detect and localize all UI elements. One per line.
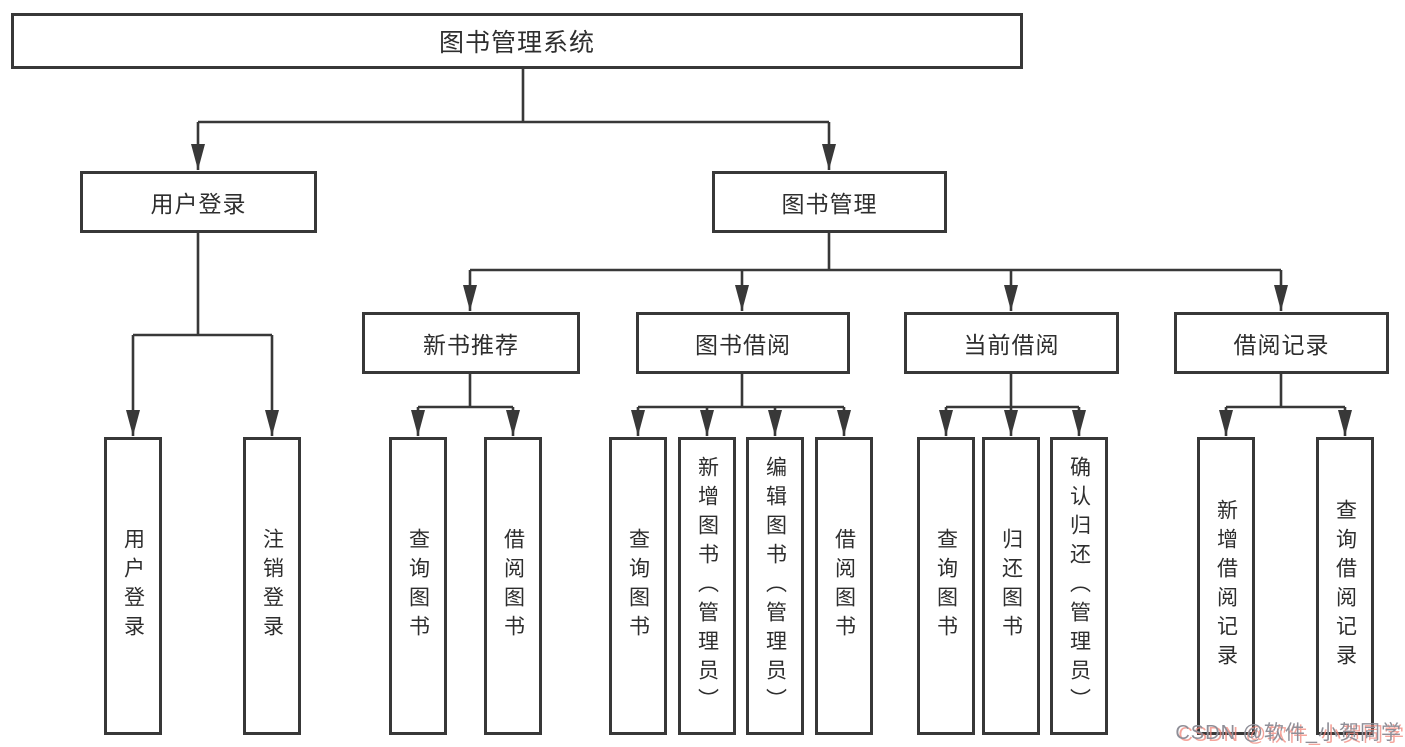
node-label: 图书借阅 bbox=[695, 332, 791, 358]
node-book-borrow: 图书借阅 bbox=[636, 312, 850, 374]
leaf-label: 用户登录 bbox=[121, 528, 145, 644]
leaf-borrow-edit-books-admin: 编辑图书（管理员） bbox=[746, 437, 804, 735]
leaf-current-return-books: 归还图书 bbox=[982, 437, 1040, 735]
node-label: 当前借阅 bbox=[963, 332, 1060, 358]
leaf-label: 查询图书 bbox=[934, 528, 958, 644]
leaf-recommend-borrow-books: 借阅图书 bbox=[484, 437, 542, 735]
leaf-label: 确认归还（管理员） bbox=[1067, 455, 1091, 717]
leaf-label: 查询图书 bbox=[406, 528, 430, 644]
leaf-label: 新增图书（管理员） bbox=[695, 455, 719, 717]
node-label: 图书管理 bbox=[781, 191, 878, 217]
node-current-borrow: 当前借阅 bbox=[904, 312, 1119, 374]
leaf-label: 编辑图书（管理员） bbox=[763, 455, 787, 717]
node-new-book-recommend: 新书推荐 bbox=[362, 312, 580, 374]
connector-tree-lines bbox=[133, 69, 1345, 409]
leaf-label: 查询借阅记录 bbox=[1333, 499, 1357, 673]
node-label: 借阅记录 bbox=[1233, 332, 1330, 358]
node-library-management-system: 图书管理系统 bbox=[11, 13, 1023, 69]
leaf-label: 新增借阅记录 bbox=[1214, 499, 1238, 673]
leaf-label: 查询图书 bbox=[626, 528, 650, 644]
leaf-borrow-add-books-admin: 新增图书（管理员） bbox=[678, 437, 736, 735]
csdn-watermark: CSDN @软件_小贺同学 bbox=[1175, 722, 1402, 744]
leaf-current-query-books: 查询图书 bbox=[917, 437, 975, 735]
arrow-drops bbox=[126, 122, 1352, 436]
leaf-current-confirm-return-admin: 确认归还（管理员） bbox=[1050, 437, 1108, 735]
leaf-borrow-borrow-books: 借阅图书 bbox=[815, 437, 873, 735]
leaf-borrow-query-books: 查询图书 bbox=[609, 437, 667, 735]
leaf-user-login: 用户登录 bbox=[104, 437, 162, 735]
leaf-label: 归还图书 bbox=[999, 528, 1023, 644]
leaf-records-add-record: 新增借阅记录 bbox=[1197, 437, 1255, 735]
leaf-logout-login: 注销登录 bbox=[243, 437, 301, 735]
leaf-label: 注销登录 bbox=[260, 528, 284, 644]
node-label: 用户登录 bbox=[150, 191, 247, 217]
node-label: 新书推荐 bbox=[423, 332, 519, 358]
node-book-management: 图书管理 bbox=[712, 171, 947, 233]
leaf-label: 借阅图书 bbox=[501, 528, 525, 644]
leaf-records-query-record: 查询借阅记录 bbox=[1316, 437, 1374, 735]
leaf-recommend-query-books: 查询图书 bbox=[389, 437, 447, 735]
leaf-label: 借阅图书 bbox=[832, 528, 856, 644]
node-label: 图书管理系统 bbox=[438, 29, 595, 57]
node-user-login: 用户登录 bbox=[80, 171, 317, 233]
node-borrow-records: 借阅记录 bbox=[1174, 312, 1389, 374]
